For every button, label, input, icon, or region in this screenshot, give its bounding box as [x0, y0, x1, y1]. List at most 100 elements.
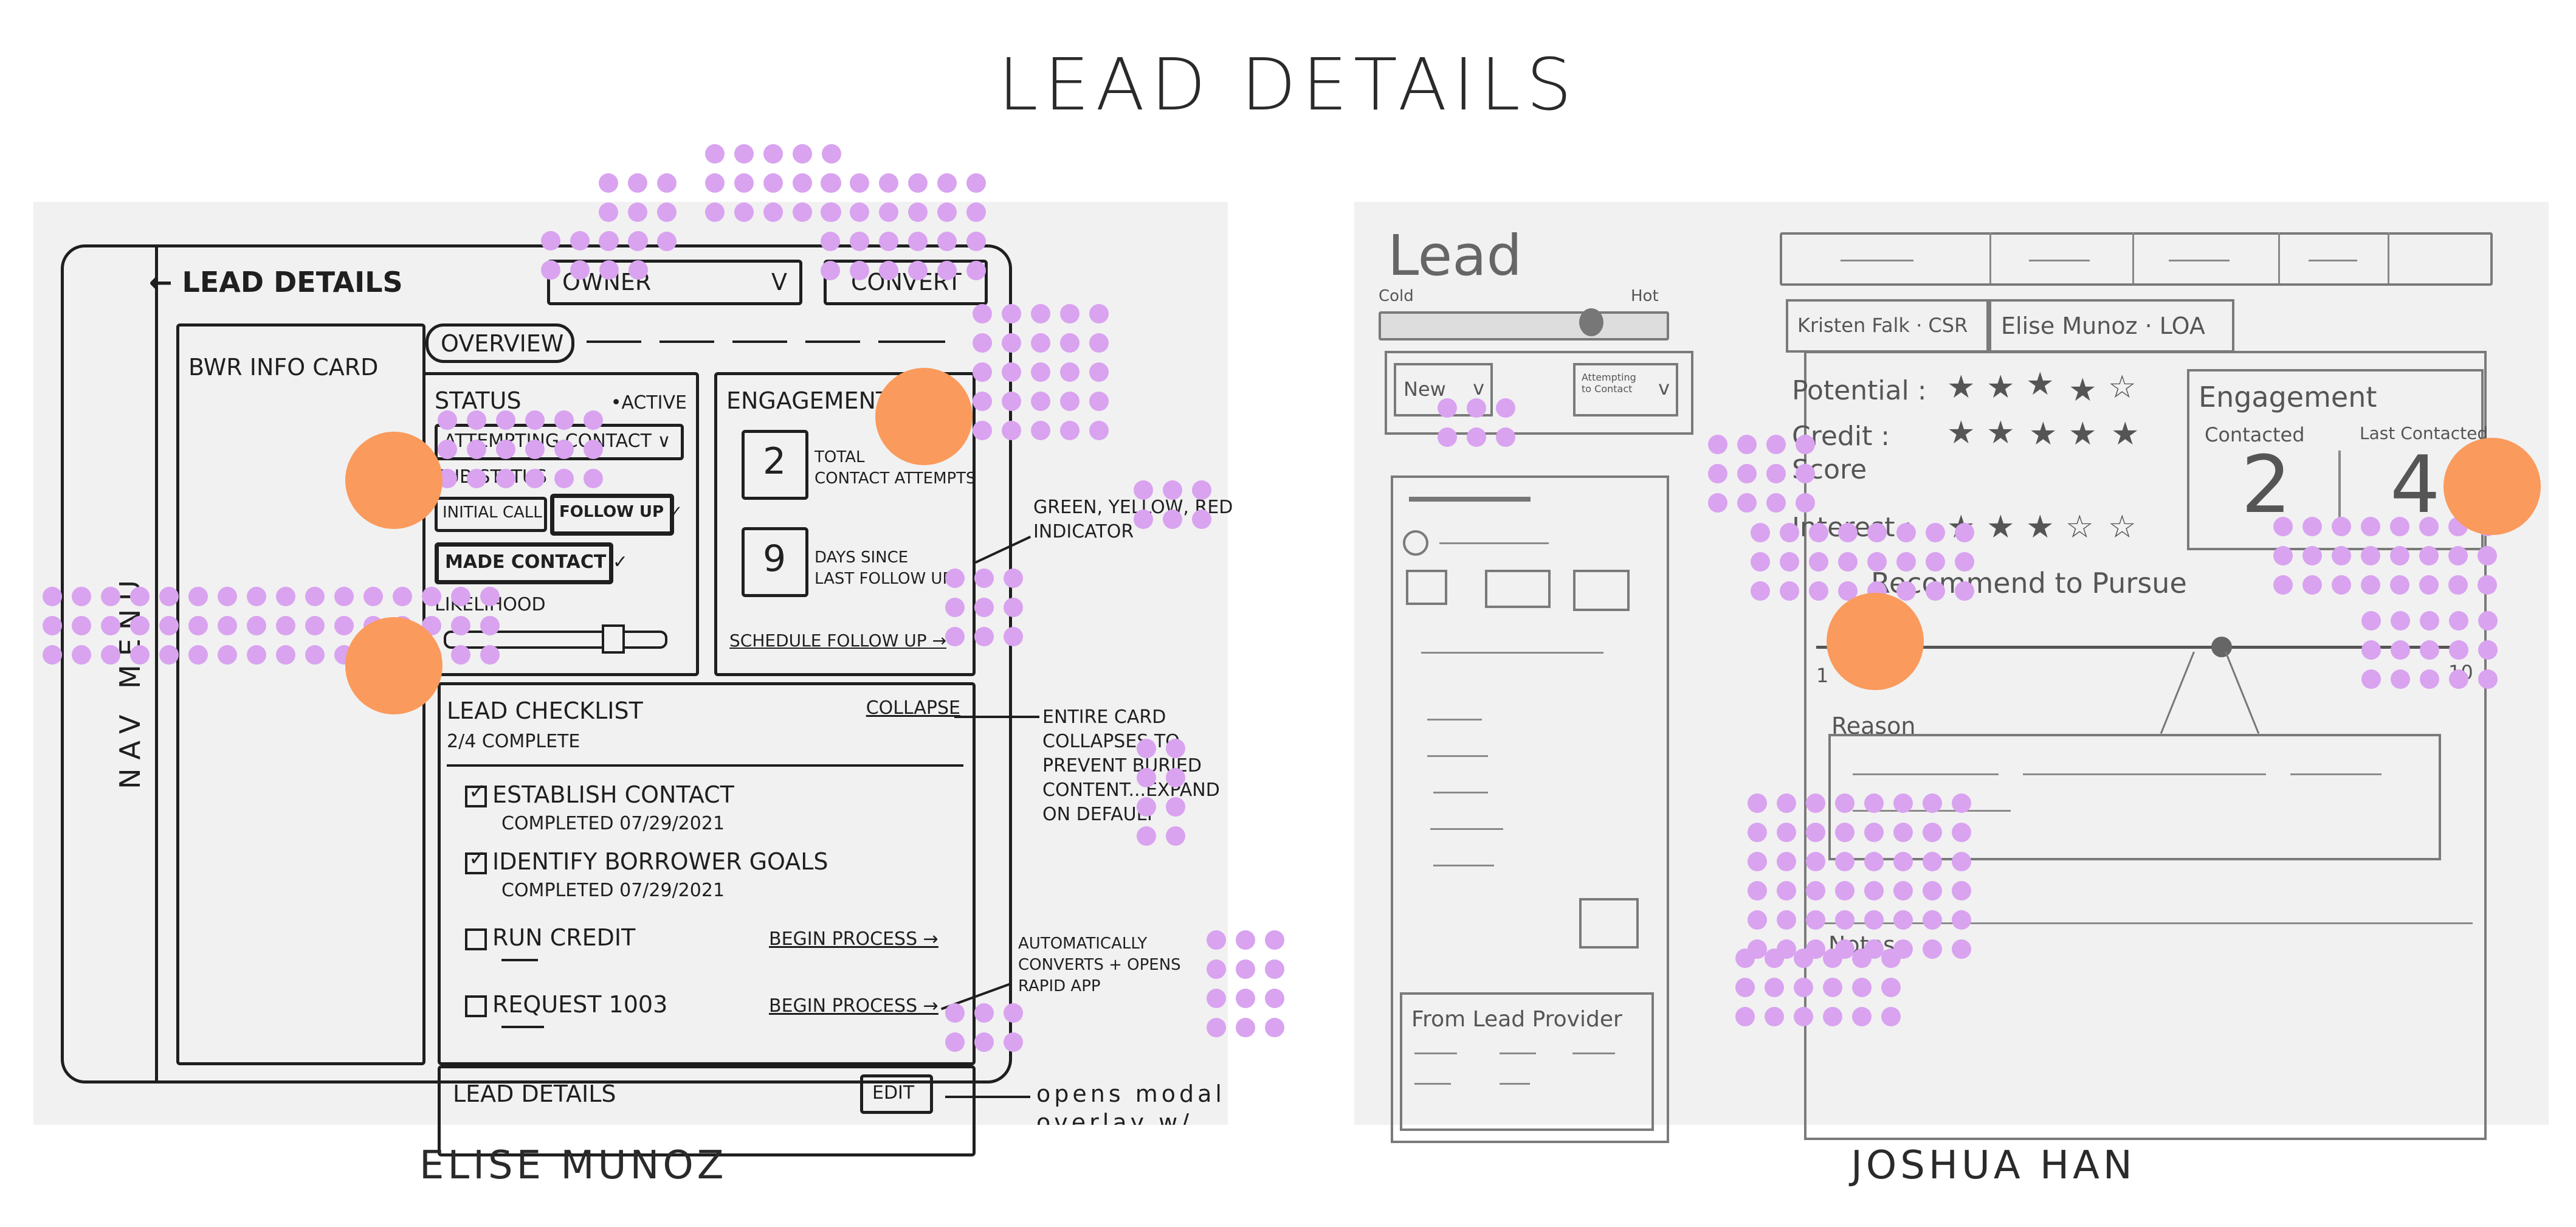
- placeholder-box: [1406, 570, 1447, 605]
- tab-placeholder: [732, 340, 787, 343]
- star-filled-icon[interactable]: ★: [1947, 369, 1975, 406]
- begin-process-link[interactable]: BEGIN PROCESS →: [769, 995, 938, 1017]
- heat-dots: [2361, 611, 2498, 689]
- heat-dot: [629, 231, 648, 251]
- heat-dot: [1748, 881, 1767, 900]
- convert-button[interactable]: CONVERT: [824, 260, 988, 305]
- recommend-slider[interactable]: [1816, 646, 2461, 649]
- heat-dot: [2478, 669, 2498, 689]
- tab-overview[interactable]: OVERVIEW: [425, 323, 574, 363]
- heat-dot: [363, 587, 383, 606]
- heat-dots: [973, 304, 1109, 440]
- heat-dot: [1031, 421, 1050, 440]
- star-filled-icon[interactable]: ★: [1947, 415, 1975, 451]
- slider-handle[interactable]: [602, 624, 625, 654]
- heat-dot: [1838, 523, 1858, 542]
- heat-dot: [1809, 552, 1828, 572]
- attempting-select[interactable]: Attempting to Contact v: [1573, 363, 1678, 416]
- checkbox-checked-icon[interactable]: ✓: [465, 846, 487, 874]
- star-filled-icon[interactable]: ★: [2111, 416, 2140, 452]
- heat-dot: [1867, 552, 1887, 572]
- heat-dot: [599, 231, 619, 251]
- star-filled-icon[interactable]: ★: [2026, 509, 2054, 545]
- engagements-label: ENGAGEMENTS: [726, 387, 905, 414]
- placeholder-line: [1421, 652, 1603, 654]
- heat-slider-handle[interactable]: [1579, 308, 1603, 336]
- checkbox-unchecked-icon[interactable]: [465, 928, 487, 950]
- heat-dot: [1089, 362, 1109, 382]
- star-empty-icon[interactable]: ☆: [2108, 509, 2137, 545]
- heat-dot: [945, 1003, 965, 1023]
- annotation: ENTIRE CARD: [1042, 707, 1166, 728]
- heat-dot: [1089, 333, 1109, 353]
- heat-dot: [1748, 852, 1767, 871]
- heat-dot: [2449, 640, 2468, 660]
- star-filled-icon[interactable]: ★: [2068, 416, 2097, 452]
- back-to-lead-details[interactable]: ← LEAD DETAILS: [149, 266, 403, 299]
- reason-textarea[interactable]: [1828, 734, 2441, 860]
- heat-dot: [850, 173, 869, 193]
- star-empty-icon[interactable]: ☆: [2108, 369, 2137, 406]
- chip-initial-call[interactable]: INITIAL CALL: [435, 497, 547, 532]
- heat-dot: [1031, 304, 1050, 323]
- heat-dot: [1780, 581, 1799, 601]
- checklist-divider: [447, 764, 963, 767]
- star-filled-icon[interactable]: ★: [2068, 372, 2097, 409]
- placeholder-line: [1414, 1083, 1451, 1085]
- radio-icon: [1403, 530, 1428, 556]
- heat-dot: [1765, 978, 1784, 997]
- heat-dot: [1735, 978, 1755, 997]
- heat-dot: [188, 645, 208, 665]
- placeholder-box: [1579, 898, 1639, 949]
- right-caption: JOSHUA HAN: [1851, 1143, 2136, 1188]
- heat-dot: [599, 202, 618, 222]
- star-filled-icon[interactable]: ★: [1986, 369, 2015, 406]
- heat-dot: [974, 598, 994, 617]
- total-attempts-box: 2: [742, 430, 808, 500]
- heat-dot: [763, 144, 783, 164]
- checklist-item-label: ESTABLISH CONTACT: [492, 781, 734, 808]
- star-filled-icon[interactable]: ★: [2026, 366, 2054, 403]
- heat-dot: [1467, 427, 1486, 447]
- begin-process-link[interactable]: BEGIN PROCESS →: [769, 928, 938, 950]
- heat-dot: [1835, 823, 1855, 842]
- tab-elise-munoz[interactable]: Elise Munoz · LOA: [1986, 299, 2234, 353]
- lead-details-title: LEAD DETAILS: [453, 1080, 616, 1107]
- chip-made-contact[interactable]: MADE CONTACT ✓: [435, 542, 628, 584]
- star-filled-icon[interactable]: ★: [1986, 509, 2015, 545]
- heat-dots: [1207, 930, 1284, 1037]
- heat-dot: [1137, 797, 1156, 817]
- left-caption: ELISE MUNOZ: [419, 1143, 728, 1188]
- heat-dot: [1002, 421, 1021, 440]
- heat-dot: [451, 616, 470, 635]
- heat-dot: [2390, 517, 2409, 536]
- checkbox-unchecked-icon[interactable]: [465, 995, 487, 1017]
- heat-dot: [1060, 333, 1080, 353]
- star-empty-icon[interactable]: ☆: [2065, 509, 2094, 545]
- heat-dot: [705, 202, 725, 222]
- heat-dot: [218, 587, 237, 606]
- recommend-slider-handle[interactable]: [2211, 637, 2232, 657]
- heat-dot: [850, 261, 869, 280]
- collapse-link[interactable]: COLLAPSE: [866, 697, 960, 719]
- heat-dot: [451, 587, 470, 606]
- heat-dot: [705, 173, 725, 193]
- heat-dot: [72, 616, 91, 635]
- heat-dot: [1926, 552, 1945, 572]
- annotation: opens modal: [1036, 1080, 1225, 1107]
- checkbox-checked-icon[interactable]: ✓: [465, 779, 487, 807]
- star-filled-icon[interactable]: ★: [1986, 415, 2015, 451]
- heat-dot: [1923, 852, 1942, 871]
- heat-dot: [1864, 881, 1884, 900]
- edit-button[interactable]: EDIT: [860, 1074, 933, 1114]
- star-filled-icon[interactable]: ★: [2029, 416, 2058, 452]
- likelihood-slider[interactable]: [444, 631, 667, 649]
- schedule-follow-up-link[interactable]: SCHEDULE FOLLOW UP →: [729, 631, 947, 651]
- checklist-item-label: REQUEST 1003: [492, 991, 668, 1018]
- chip-follow-up[interactable]: FOLLOW UP ✓: [550, 494, 683, 536]
- tab-kristen-falk[interactable]: Kristen Falk · CSR: [1786, 299, 1991, 353]
- heat-dot: [1881, 978, 1901, 997]
- heat-dots: [541, 231, 648, 280]
- heat-slider[interactable]: [1379, 311, 1669, 340]
- heat-dot: [1265, 959, 1284, 979]
